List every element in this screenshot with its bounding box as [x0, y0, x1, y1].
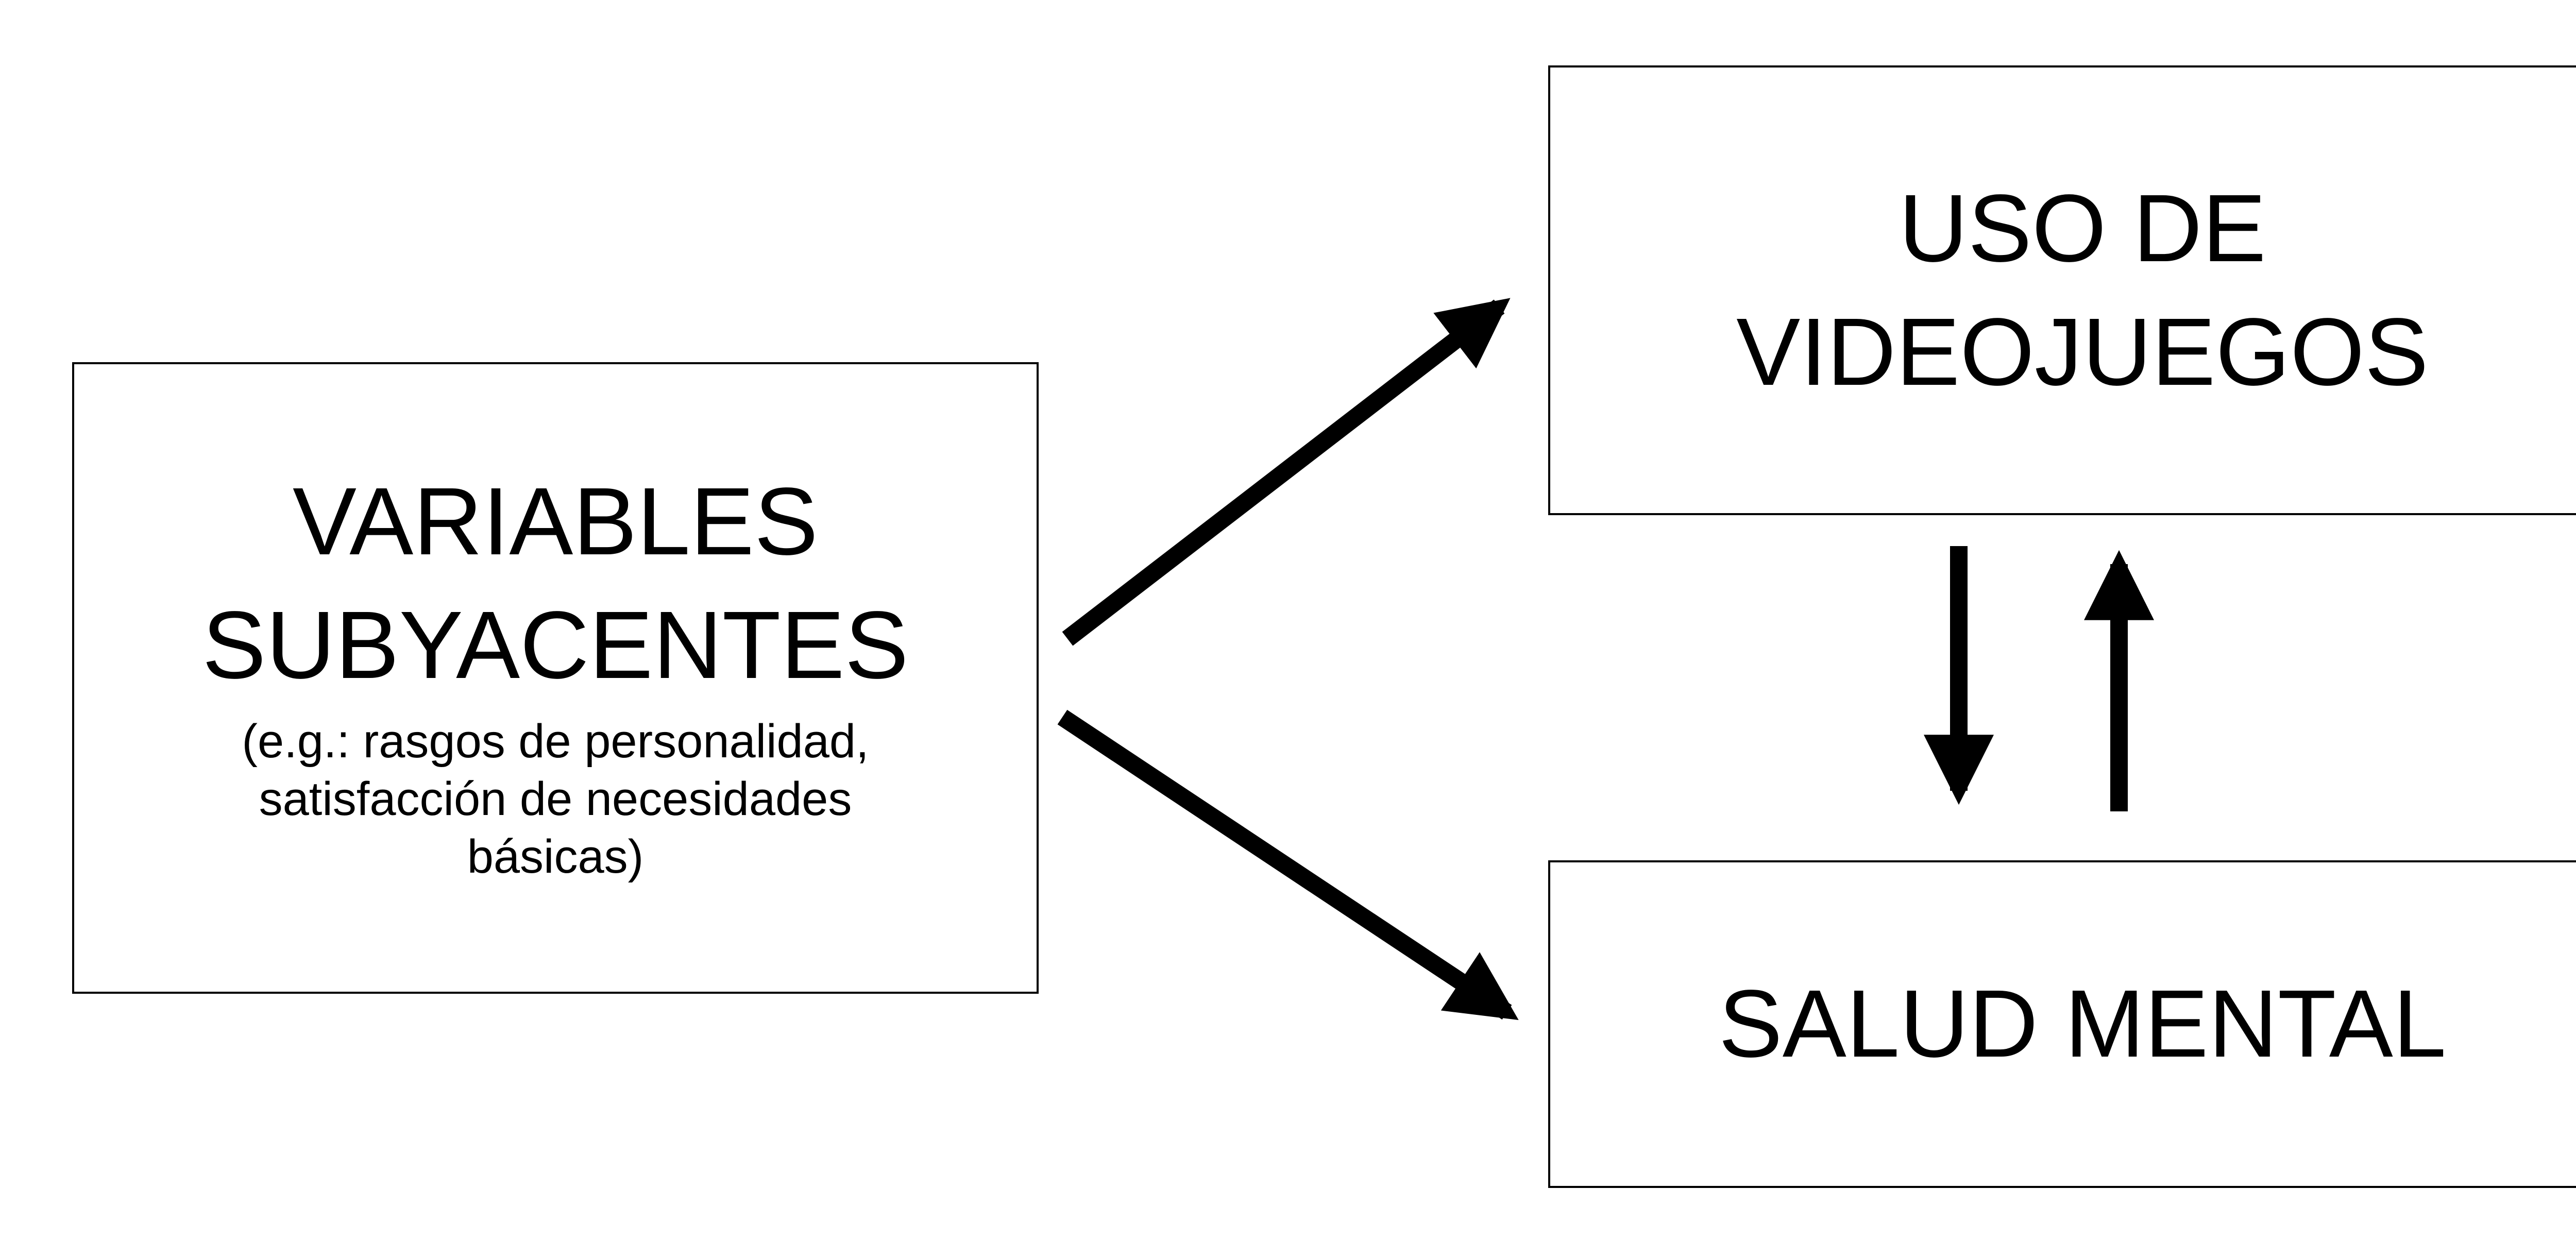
variables-subyacentes-title: VARIABLES SUBYACENTES — [202, 460, 908, 707]
salud-mental-box: SALUD MENTAL — [1548, 860, 2576, 1188]
variables-subyacentes-box: VARIABLES SUBYACENTES (e.g.: rasgos de p… — [72, 362, 1039, 994]
arrow-variables-to-uso — [1062, 298, 1511, 646]
arrow-variables-to-salud — [1057, 709, 1519, 1021]
uso-de-videojuegos-box: USO DE VIDEOJUEGOS — [1548, 65, 2576, 515]
variables-title-line-1: VARIABLES — [292, 468, 818, 575]
uso-title-line-1: USO DE — [1899, 175, 2266, 282]
uso-title-line-2: VIDEOJUEGOS — [1736, 298, 2429, 405]
salud-title-line-1: SALUD MENTAL — [1718, 971, 2447, 1077]
variables-title-line-2: SUBYACENTES — [202, 592, 909, 699]
variables-example-note: (e.g.: rasgos de personalidad, satisfacc… — [242, 715, 869, 883]
